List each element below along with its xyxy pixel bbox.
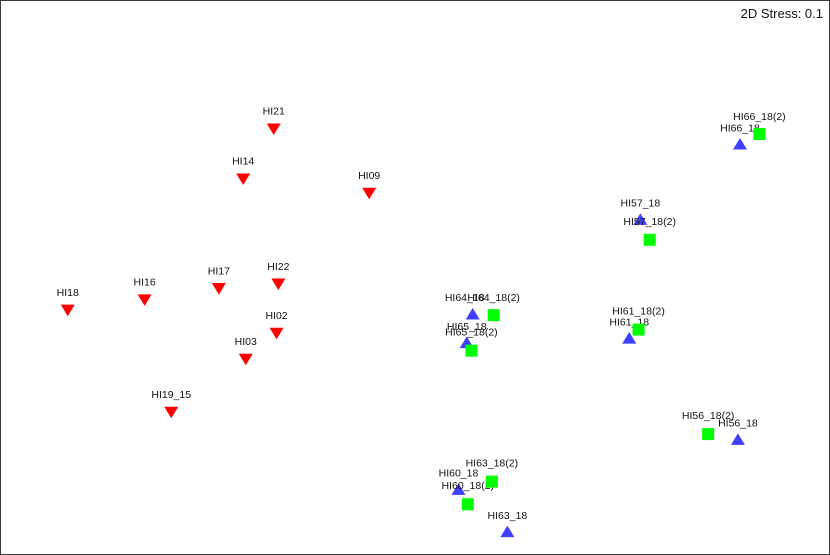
point-label: HI66_18 [720,122,760,134]
point-label: HI14 [232,156,254,168]
marker-triangle-down-hi16 [137,294,152,306]
point-label: HI66_18(2) [733,111,786,123]
marker-square-hi63-18-2- [485,475,498,488]
point-label: HI63_18(2) [466,458,519,470]
marker-square-hi66-18-2- [753,127,766,140]
point-label: HI09 [358,170,380,182]
marker-triangle-down-hi09 [362,187,377,200]
marker-square-hi56-18-2- [702,428,715,441]
marker-triangle-up-hi63-18 [500,525,515,538]
point-label: HI19_15 [151,389,191,401]
point-label: HI56_18(2) [682,410,735,422]
point-label: HI60_18(2) [442,480,495,492]
point-label: HI65_18 [447,321,487,333]
marker-square-hi64-18-2- [487,309,500,322]
marker-triangle-down-hi17 [211,283,226,295]
marker-triangle-up-hi56-18 [730,433,745,445]
point-label: HI60_18 [439,468,479,480]
point-label: HI18 [57,287,79,299]
point-label: HI61_18(2) [612,306,665,318]
marker-triangle-down-hi19-15 [164,406,179,419]
marker-triangle-down-hi18 [60,304,75,317]
stress-annotation: 2D Stress: 0.1 [740,6,823,21]
point-label: HI63_18 [488,510,528,522]
marker-triangle-down-hi14 [236,173,251,186]
point-label: HI57_18(2) [623,216,676,228]
marker-triangle-up-hi61-18 [622,332,637,344]
marker-triangle-down-hi22 [271,278,286,291]
point-label: HI22 [267,261,289,273]
marker-square-hi61-18-2- [632,323,645,336]
point-label: HI21 [263,106,285,118]
marker-triangle-down-hi21 [266,123,281,135]
point-label: HI16 [134,277,156,289]
marker-square-hi57-18-2- [643,233,656,246]
marker-triangle-up-hi57-18 [633,213,648,225]
point-label: HI02 [265,310,287,322]
marker-square-hi60-18-2- [461,498,474,511]
marker-triangle-up-hi66-18 [732,137,747,150]
point-label: HI03 [235,336,257,348]
marker-triangle-up-hi60-18 [451,483,466,495]
marker-square-hi65-18-2- [465,344,478,357]
marker-triangle-down-hi02 [269,327,284,340]
marker-triangle-up-hi64-18 [465,307,480,320]
point-label: HI65_18(2) [445,327,498,339]
marker-triangle-down-hi03 [238,353,253,366]
point-label: HI64_18 [445,292,485,304]
point-label: HI57_18 [621,198,661,210]
point-label: HI64_18(2) [467,292,520,304]
point-label: HI17 [208,265,230,277]
point-label: HI56_18 [718,418,758,430]
